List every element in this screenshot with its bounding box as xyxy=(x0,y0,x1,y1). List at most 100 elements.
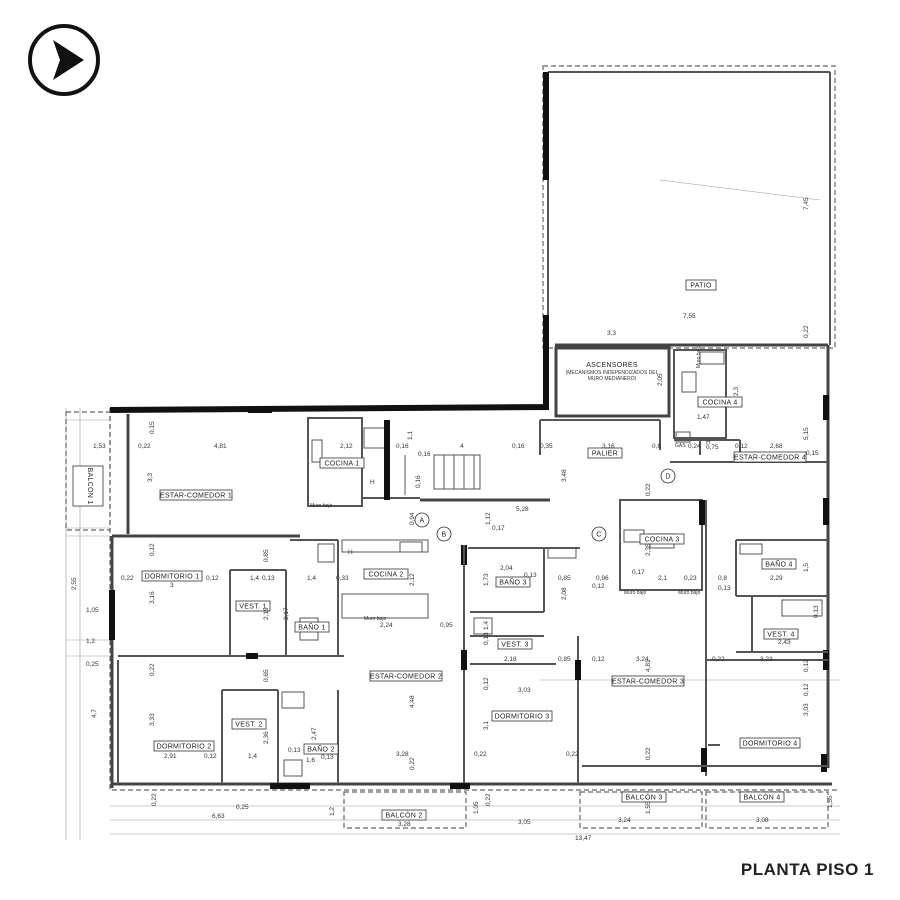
dim: 1,2 xyxy=(86,638,95,645)
dim: 2,55 xyxy=(71,577,78,590)
svg-text:DORMITORIO 2: DORMITORIO 2 xyxy=(157,744,212,751)
dim: 2,43 xyxy=(778,639,791,646)
svg-text:VEST. 2: VEST. 2 xyxy=(235,722,262,729)
dim: 1,4 xyxy=(250,575,259,582)
svg-text:DORMITORIO 3: DORMITORIO 3 xyxy=(495,714,550,721)
dim: 1,47 xyxy=(697,414,710,421)
dim: 0,13 xyxy=(288,747,301,754)
dim: 0,22 xyxy=(138,443,151,450)
svg-text:ESTAR-COMEDOR 4: ESTAR-COMEDOR 4 xyxy=(734,455,806,462)
dim: 4,7 xyxy=(91,709,98,718)
note-h-2: H xyxy=(348,549,353,556)
dim: 0,12 xyxy=(592,656,605,663)
dim: 3,16 xyxy=(149,591,156,604)
dim: 0,22 xyxy=(645,747,652,760)
dim: 2,91 xyxy=(164,753,177,760)
dim: 0,16 xyxy=(418,451,431,458)
dim: 0,12 xyxy=(803,659,810,672)
dim: 0,24 xyxy=(688,443,701,450)
dim: 1,4 xyxy=(483,621,490,630)
notes: H H H GAS Muro bajo Muro bajo Muro bajo … xyxy=(310,346,711,622)
dim: 1,1 xyxy=(407,431,414,440)
dim: 1,55 xyxy=(827,795,834,808)
svg-text:BAÑO 4: BAÑO 4 xyxy=(765,560,792,569)
dim: 7,55 xyxy=(683,313,696,320)
dim: 0,94 xyxy=(409,512,416,525)
dim: 0,22 xyxy=(712,656,725,663)
dim: 3,3 xyxy=(147,473,154,482)
dim: 0,22 xyxy=(474,751,487,758)
dim: 3,28 xyxy=(398,821,411,828)
marker-c: C xyxy=(591,526,607,542)
dim: 3,28 xyxy=(396,751,409,758)
label-estar-comedor-3: ESTAR-COMEDOR 3 xyxy=(611,675,685,687)
dim: 3,16 xyxy=(602,443,615,450)
dim: 1,05 xyxy=(86,607,99,614)
svg-text:VEST. 4: VEST. 4 xyxy=(767,632,794,639)
svg-text:BAÑO 2: BAÑO 2 xyxy=(307,745,334,754)
label-dormitorio-1: DORMITORIO 1 xyxy=(141,570,203,582)
dim: 2,08 xyxy=(561,587,568,600)
dim: 2,19 xyxy=(263,607,270,620)
dim: 3,24 xyxy=(618,817,631,824)
dim: 0,22 xyxy=(566,751,579,758)
dim: 0,35 xyxy=(540,443,553,450)
label-estar-comedor-2: ESTAR-COMEDOR 2 xyxy=(369,670,443,682)
dim: 2,24 xyxy=(380,622,393,629)
dim: 0,16 xyxy=(512,443,525,450)
label-dormitorio-2: DORMITORIO 2 xyxy=(153,740,215,752)
label-balcon-2: BALCÓN 2 xyxy=(381,809,427,821)
dim: 1,12 xyxy=(485,512,492,525)
label-balcon-1: BALCÓN 1 xyxy=(72,465,104,507)
dim: 2,68 xyxy=(770,443,783,450)
label-cocina-3: COCINA 3 xyxy=(639,533,685,545)
dim: 2,12 xyxy=(409,573,416,586)
marker-a: A xyxy=(414,512,430,528)
south-west-walls xyxy=(117,660,470,789)
svg-text:D: D xyxy=(665,474,670,481)
dim: 0,13 xyxy=(813,605,820,618)
dim: 2,04 xyxy=(500,565,513,572)
dim: 0,16 xyxy=(396,443,409,450)
note-ascensores-1: (MECANISMOS INDEPENDIZADOS DEL xyxy=(566,370,659,376)
note-gas: GAS xyxy=(675,443,686,449)
dim: 5,28 xyxy=(516,506,529,513)
label-bano-3: BAÑO 3 xyxy=(495,576,531,588)
dim: 0,85 xyxy=(558,575,571,582)
dim: 0,22 xyxy=(149,663,156,676)
section-markers: A B C D xyxy=(414,468,676,542)
dim: 13,47 xyxy=(575,835,592,842)
svg-text:BALCÓN 3: BALCÓN 3 xyxy=(625,793,662,802)
north-arrow-icon xyxy=(28,24,100,96)
label-estar-comedor-4: ESTAR-COMEDOR 4 xyxy=(733,451,807,463)
dim: 0,17 xyxy=(492,525,505,532)
dim: 0,12 xyxy=(483,677,490,690)
dim: 0,23 xyxy=(684,575,697,582)
dim: 0,25 xyxy=(236,804,249,811)
dim: 3,23 xyxy=(760,656,773,663)
dim: 4,48 xyxy=(409,695,416,708)
dim: 1,4 xyxy=(307,575,316,582)
label-cocina-2: COCINA 2 xyxy=(363,568,409,580)
dim: 2,35 xyxy=(645,543,652,556)
dim: 1,05 xyxy=(473,801,480,814)
dim: 3,1 xyxy=(483,721,490,730)
dim: 0,96 xyxy=(596,575,609,582)
svg-text:PATIO: PATIO xyxy=(690,283,712,290)
svg-text:VEST. 3: VEST. 3 xyxy=(501,642,528,649)
label-cocina-4: COCINA 4 xyxy=(697,396,743,408)
note-muro-bajo-5: Muro bajo xyxy=(696,346,702,368)
svg-text:ESTAR-COMEDOR 3: ESTAR-COMEDOR 3 xyxy=(612,679,684,686)
dim: 0,8 xyxy=(718,575,727,582)
dim: 0,12 xyxy=(803,683,810,696)
dim: 3,48 xyxy=(561,469,568,482)
label-vest-3: VEST. 3 xyxy=(497,638,533,650)
dim: 0,33 xyxy=(336,575,349,582)
dim: 0,12 xyxy=(149,543,156,556)
dim: 0,12 xyxy=(735,443,748,450)
svg-text:VEST. 1: VEST. 1 xyxy=(239,604,266,611)
label-bano-1: BAÑO 1 xyxy=(294,621,330,633)
dim: 1,2 xyxy=(329,807,336,816)
dim: 2,47 xyxy=(311,727,318,740)
dim: 0,13 xyxy=(718,585,731,592)
